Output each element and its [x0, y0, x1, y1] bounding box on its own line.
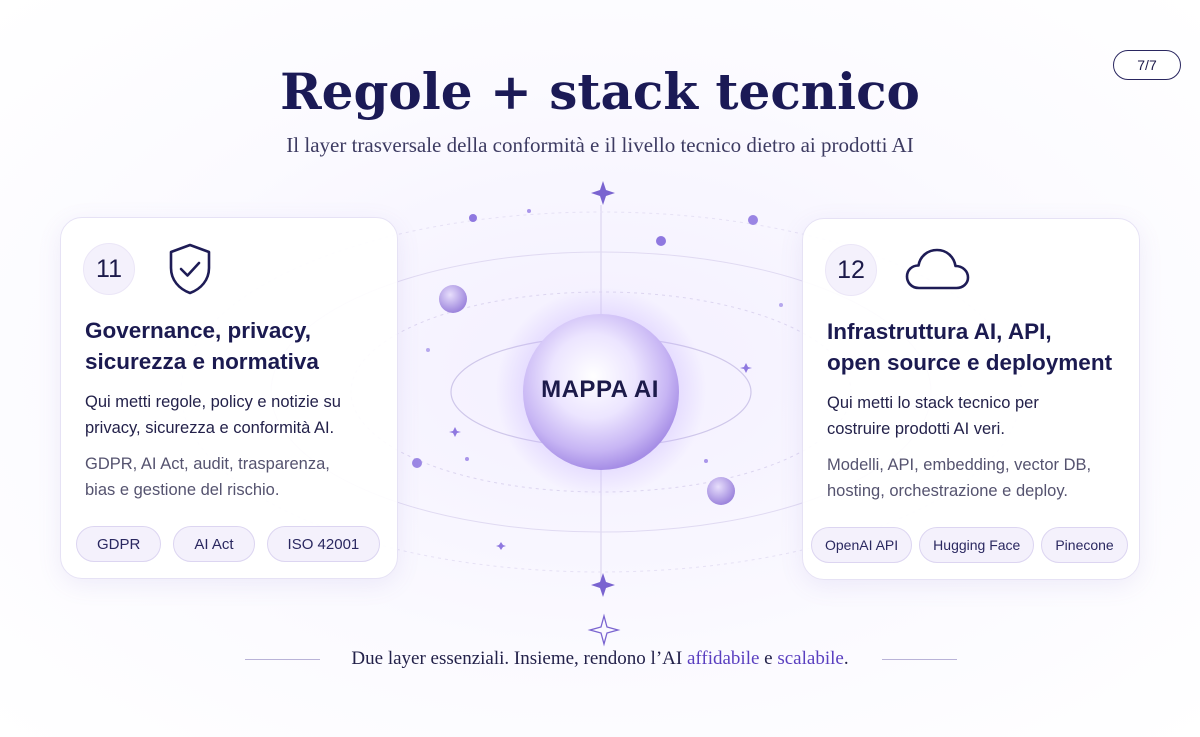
- sparkle-icon: [496, 542, 506, 550]
- card-infrastructure: 12 Infrastruttura AI, API, open source e…: [802, 218, 1140, 580]
- sparkle-icon: [591, 181, 615, 205]
- card-description: Qui metti regole, policy e notizie su pr…: [85, 393, 341, 437]
- card-title: Infrastruttura AI, API, open source e de…: [827, 319, 1113, 375]
- card-governance: 11 Governance, privacy, sicurezza e norm…: [60, 217, 398, 579]
- sparkle-icon: [740, 363, 752, 373]
- card-title: Governance, privacy, sicurezza e normati…: [85, 318, 319, 374]
- tag-hugging-face[interactable]: Hugging Face: [919, 527, 1035, 563]
- central-planet: [523, 314, 679, 470]
- page-indicator: 7/7: [1113, 50, 1181, 80]
- tag-openai-api[interactable]: OpenAI API: [811, 527, 913, 563]
- card-number: 11: [83, 243, 135, 295]
- tag-list: OpenAI API Hugging Face Pinecone: [811, 527, 1128, 563]
- page-title: Regole + stack tecnico: [280, 62, 920, 121]
- card-detail: GDPR, AI Act, audit, trasparenza, bias e…: [85, 455, 330, 499]
- page-subtitle: Il layer trasversale della conformità e …: [286, 133, 914, 157]
- sparkle-icon: [449, 427, 461, 437]
- tag-gdpr[interactable]: GDPR: [76, 526, 162, 562]
- small-planet: [707, 477, 735, 505]
- tag-pinecone[interactable]: Pinecone: [1041, 527, 1128, 563]
- footer-divider: [882, 659, 957, 660]
- card-number: 12: [825, 244, 877, 296]
- card-description: Qui metti lo stack tecnico per costruire…: [827, 394, 1039, 438]
- cloud-icon: [903, 241, 973, 304]
- footer-divider: [245, 659, 320, 660]
- shield-check-icon: [161, 240, 219, 303]
- small-planet: [439, 285, 467, 313]
- footer-tagline: Due layer essenziali. Insieme, rendono l…: [351, 648, 849, 669]
- highlight-word: scalabile: [777, 648, 844, 669]
- tag-list: GDPR AI Act ISO 42001: [76, 526, 381, 562]
- sparkle-icon: [591, 573, 615, 597]
- card-detail: Modelli, API, embedding, vector DB, host…: [827, 456, 1092, 500]
- highlight-word: affidabile: [686, 648, 760, 669]
- sparkle-icon: [587, 613, 621, 647]
- center-label: MAPPA AI: [541, 376, 659, 403]
- tag-iso-42001[interactable]: ISO 42001: [266, 526, 381, 562]
- tag-ai-act[interactable]: AI Act: [173, 526, 255, 562]
